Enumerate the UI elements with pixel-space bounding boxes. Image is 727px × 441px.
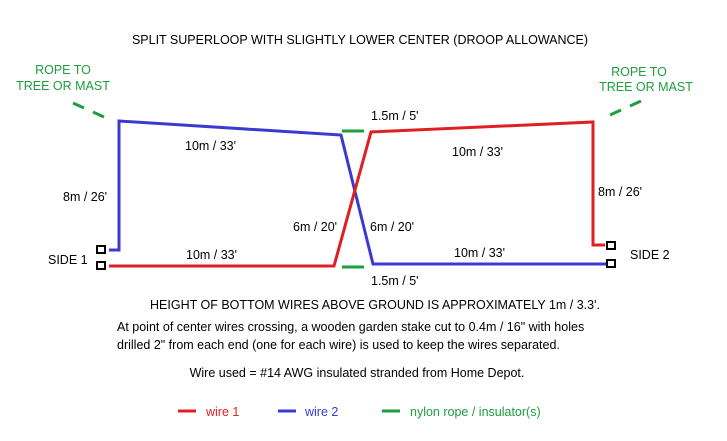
dim-center-right: 6m / 20': [370, 220, 414, 234]
dim-gap-top: 1.5m / 5': [371, 109, 419, 123]
rope-label-right-line1: ROPE TO: [611, 65, 667, 79]
rope-label-right-line2: TREE OR MAST: [599, 80, 693, 94]
feedpoint-terminals-side-1: [96, 245, 106, 270]
dim-top-left: 10m / 33': [185, 139, 236, 153]
terminal-side1-upper: [96, 245, 106, 254]
legend-label-wire-2: wire 2: [304, 405, 338, 419]
rope-label-left-line1: ROPE TO: [35, 63, 91, 77]
dim-vertical-left: 8m / 26': [63, 190, 107, 204]
dim-top-right: 10m / 33': [452, 145, 503, 159]
wire-1: [109, 120, 605, 268]
terminal-side1-lower: [96, 261, 106, 270]
note-stake-line2: drilled 2" from each end (one for each w…: [117, 338, 560, 352]
note-wire-used: Wire used = #14 AWG insulated stranded f…: [190, 366, 525, 380]
rope-left: [72, 101, 105, 119]
legend-label-rope: nylon rope / insulator(s): [410, 405, 541, 419]
legend: wire 1 wire 2 nylon rope / insulator(s): [178, 405, 541, 419]
dim-vertical-right: 8m / 26': [598, 185, 642, 199]
rope-right: [609, 99, 642, 117]
wire-2: [109, 119, 607, 266]
note-height: HEIGHT OF BOTTOM WIRES ABOVE GROUND IS A…: [150, 298, 600, 312]
dim-bottom-left: 10m / 33': [186, 248, 237, 262]
side-1-label: SIDE 1: [48, 253, 88, 267]
feedpoint-terminals-side-2: [606, 241, 616, 268]
legend-label-wire-1: wire 1: [205, 405, 239, 419]
diagram-title: SPLIT SUPERLOOP WITH SLIGHTLY LOWER CENT…: [132, 33, 588, 47]
dim-bottom-right: 10m / 33': [454, 246, 505, 260]
rope-label-left-line2: TREE OR MAST: [16, 79, 110, 93]
dim-center-left: 6m / 20': [293, 220, 337, 234]
terminal-side2-upper: [606, 241, 616, 250]
dim-gap-bottom: 1.5m / 5': [371, 274, 419, 288]
terminal-side2-lower: [606, 259, 616, 268]
side-2-label: SIDE 2: [630, 248, 670, 262]
note-stake-line1: At point of center wires crossing, a woo…: [117, 320, 584, 334]
